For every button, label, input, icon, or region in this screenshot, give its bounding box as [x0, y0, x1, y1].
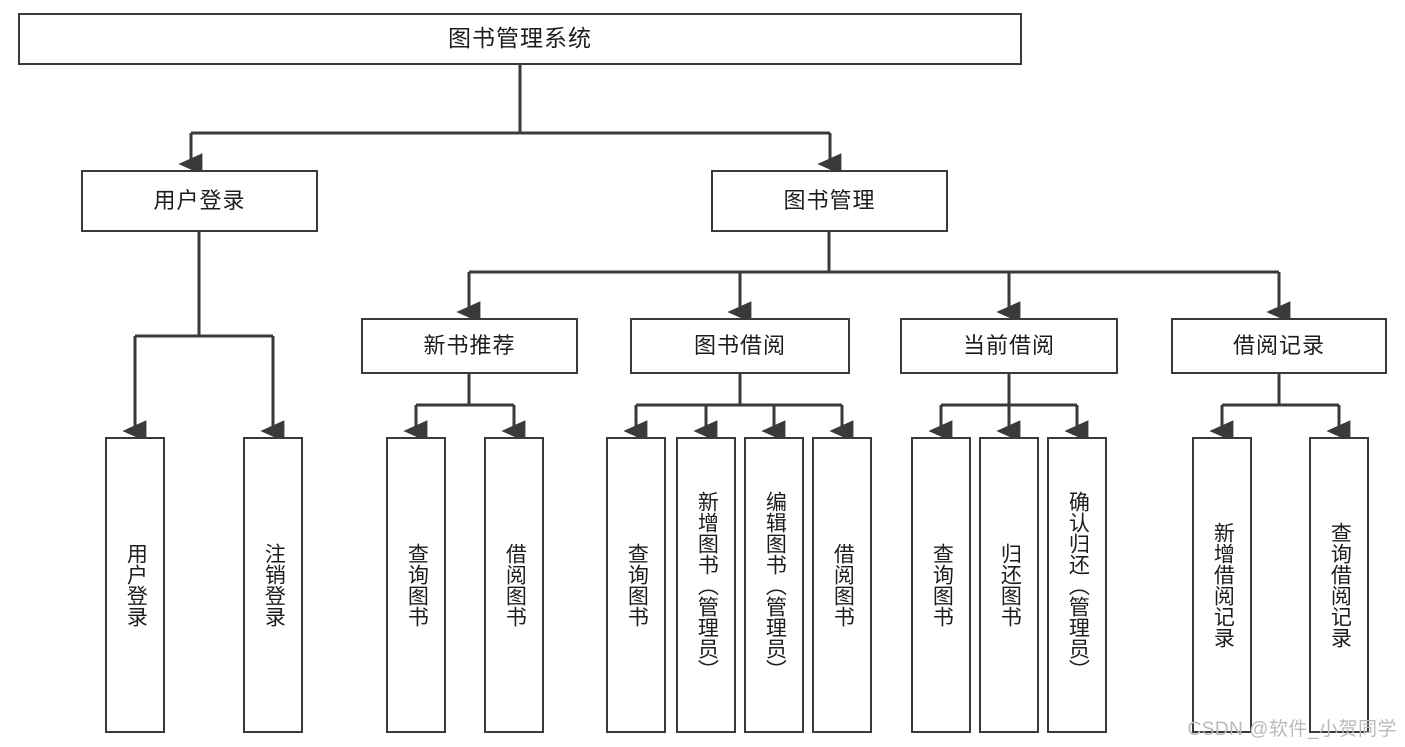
node-leaf-edit-book-label: 编辑图书（管理员） [763, 490, 787, 680]
node-new-book-recommend-label: 新书推荐 [423, 332, 516, 358]
node-leaf-user-login[interactable]: 用户登录 [105, 437, 165, 733]
node-root-label: 图书管理系统 [448, 25, 592, 52]
node-leaf-borrow-book-1-label: 借阅图书 [503, 543, 527, 627]
node-leaf-borrow-book-2-label: 借阅图书 [831, 543, 855, 627]
node-new-book-recommend[interactable]: 新书推荐 [361, 318, 578, 374]
node-book-management[interactable]: 图书管理 [711, 170, 948, 232]
csdn-watermark: CSDN @软件_小贺同学 [1187, 719, 1397, 740]
node-leaf-query-book-3-label: 查询图书 [930, 543, 954, 627]
node-leaf-confirm-return-label: 确认归还（管理员） [1066, 490, 1090, 680]
node-leaf-query-book-1-label: 查询图书 [405, 543, 429, 627]
node-leaf-query-record-label: 查询借阅记录 [1328, 522, 1352, 648]
node-leaf-query-book-3[interactable]: 查询图书 [911, 437, 971, 733]
node-leaf-query-book-2-label: 查询图书 [625, 543, 649, 627]
node-leaf-edit-book[interactable]: 编辑图书（管理员） [744, 437, 804, 733]
node-current-borrow[interactable]: 当前借阅 [900, 318, 1118, 374]
node-current-borrow-label: 当前借阅 [962, 332, 1055, 358]
node-borrow-record-label: 借阅记录 [1232, 332, 1325, 358]
node-leaf-confirm-return[interactable]: 确认归还（管理员） [1047, 437, 1107, 733]
node-leaf-add-book[interactable]: 新增图书（管理员） [676, 437, 736, 733]
node-user-login-label: 用户登录 [153, 187, 246, 213]
node-leaf-borrow-book-1[interactable]: 借阅图书 [484, 437, 544, 733]
node-leaf-return-book-label: 归还图书 [998, 543, 1022, 627]
node-leaf-borrow-book-2[interactable]: 借阅图书 [812, 437, 872, 733]
node-user-login[interactable]: 用户登录 [81, 170, 318, 232]
node-book-borrow[interactable]: 图书借阅 [630, 318, 850, 374]
node-leaf-add-book-label: 新增图书（管理员） [695, 490, 719, 680]
node-borrow-record[interactable]: 借阅记录 [1171, 318, 1387, 374]
node-leaf-add-record[interactable]: 新增借阅记录 [1192, 437, 1252, 733]
node-book-management-label: 图书管理 [783, 187, 876, 213]
node-leaf-return-book[interactable]: 归还图书 [979, 437, 1039, 733]
node-leaf-user-login-label: 用户登录 [124, 543, 148, 627]
node-leaf-query-book-1[interactable]: 查询图书 [386, 437, 446, 733]
node-leaf-query-record[interactable]: 查询借阅记录 [1309, 437, 1369, 733]
node-leaf-query-book-2[interactable]: 查询图书 [606, 437, 666, 733]
node-root-book-management-system[interactable]: 图书管理系统 [18, 13, 1022, 65]
node-leaf-logout-login[interactable]: 注销登录 [243, 437, 303, 733]
node-leaf-add-record-label: 新增借阅记录 [1211, 522, 1235, 648]
node-book-borrow-label: 图书借阅 [693, 332, 786, 358]
node-leaf-logout-login-label: 注销登录 [262, 543, 286, 627]
